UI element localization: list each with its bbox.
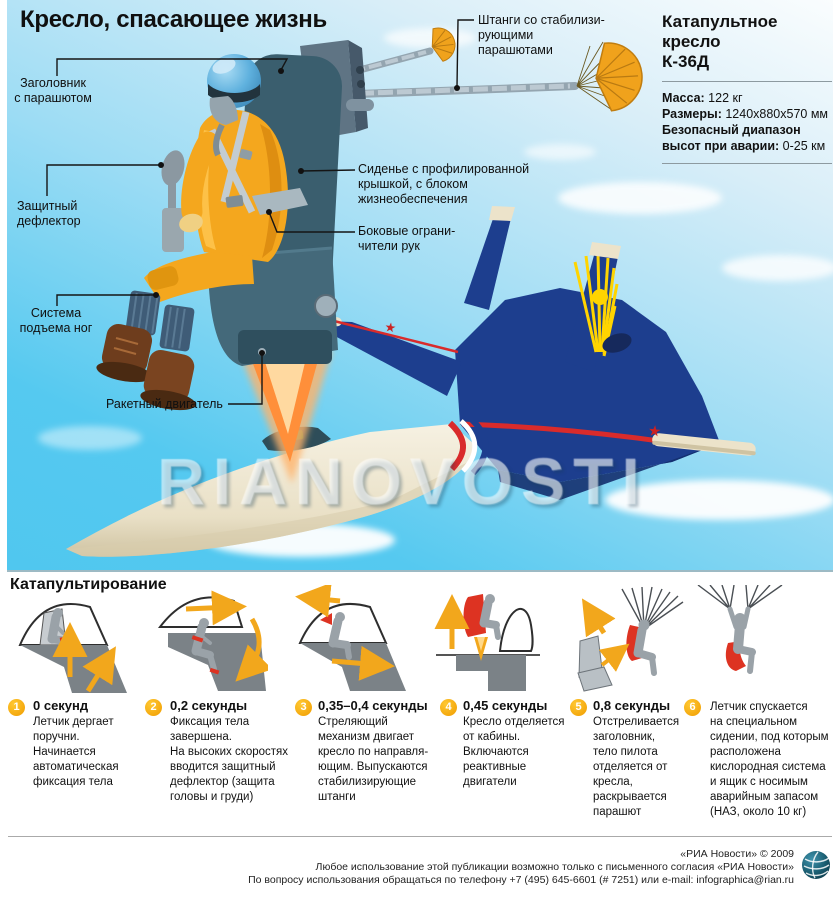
pointer-dots	[153, 68, 460, 356]
step6-text: Летчик спускается на специальном сидении…	[710, 701, 829, 818]
label-leg-lift: Система подъема ног	[19, 306, 93, 335]
label-rods: Штанги со стабилизи- рующими парашютами	[478, 13, 605, 57]
step6-icon	[697, 585, 783, 674]
label-seat-pan: Сиденье с профилированной крышкой, с бло…	[358, 162, 530, 206]
rocket-flame	[240, 350, 332, 484]
ejection-heading: Катапультирование	[10, 576, 167, 593]
spec-row-size: Размеры: 1240х880х570 мм	[662, 106, 832, 122]
spec-panel-title: Катапультное кресло К-36Д	[662, 12, 778, 71]
step5-time: 0,8 секунды	[593, 698, 671, 713]
step5-text: Отстреливается заголовник, тело пилота о…	[593, 716, 680, 818]
step4-icon	[434, 594, 540, 691]
step1-number: 1	[8, 699, 25, 716]
footer: «РИА Новости» © 2009 Любое использование…	[74, 848, 794, 887]
step4-number: 4	[440, 699, 457, 716]
step5-number: 5	[570, 699, 587, 716]
footer-copyright: «РИА Новости» © 2009	[680, 848, 794, 860]
boots	[96, 323, 196, 411]
deflector-handle	[161, 150, 185, 252]
step4-time: 0,45 секунды	[463, 698, 548, 713]
step3-text: Стреляющий механизм двигает кресло по на…	[318, 716, 429, 803]
spec-panel: Катапультное кресло К-36Д Масса: 122 кг …	[662, 12, 832, 172]
label-headrest: Заголовник с парашютом	[14, 76, 92, 105]
spec-divider-bottom	[662, 163, 832, 164]
page-title: Кресло, спасающее жизнь	[20, 6, 327, 33]
spec-value: 122 кг	[704, 91, 743, 105]
label-arm-limiters: Боковые ограни- чители рук	[358, 224, 456, 253]
spec-row-range: Безопасный диапазон высот при аварии: 0-…	[662, 122, 832, 154]
step6-number: 6	[684, 699, 701, 716]
footer-contact-line: По вопросу использования обращаться по т…	[248, 874, 794, 886]
pilot	[96, 54, 288, 411]
spec-value: 1240х880х570 мм	[721, 107, 829, 121]
step3-time: 0,35–0,4 секунды	[318, 698, 428, 713]
spec-label: Размеры:	[662, 107, 722, 121]
rianovosti-globe-icon	[802, 851, 830, 879]
step2-time: 0,2 секунды	[170, 698, 248, 713]
step4-text: Кресло отделяется от кабины. Включаются …	[463, 716, 565, 788]
step3-icon	[295, 585, 406, 691]
step1-text: Летчик дергает поручни. Начинается автом…	[33, 716, 119, 788]
spec-divider-top	[662, 81, 832, 82]
step1-icon	[18, 603, 127, 693]
pointer-lines	[46, 19, 474, 405]
footer-usage-line: Любое использование этой публикации возм…	[315, 861, 794, 873]
rianovosti-watermark: RIANOVOSTI	[158, 445, 649, 519]
arm-limiter-flap	[252, 188, 308, 215]
step1-time: 0 секунд	[33, 698, 89, 713]
fighter-jet: ★ ★	[66, 206, 756, 557]
step2-number: 2	[145, 699, 162, 716]
footer-divider	[8, 836, 832, 837]
stabilizing-parachute-large	[576, 41, 643, 112]
svg-text:★: ★	[384, 319, 398, 335]
label-rocket: Ракетный двигатель	[106, 397, 223, 411]
spec-value: 0-25 км	[779, 139, 826, 153]
step5-icon	[577, 586, 684, 692]
stabilizing-parachute-small	[431, 27, 456, 62]
step2-icon	[157, 590, 268, 691]
svg-text:★: ★	[647, 422, 662, 440]
spec-label: Безопасный диапазон высот при аварии:	[662, 123, 801, 153]
step3-number: 3	[295, 699, 312, 716]
step2-text: Фиксация тела завершена. На высоких скор…	[170, 716, 289, 803]
spec-label: Масса:	[662, 91, 705, 105]
clouds	[38, 28, 838, 557]
label-deflector: Защитный дефлектор	[17, 199, 81, 228]
spec-row-mass: Масса: 122 кг	[662, 90, 832, 106]
main-illustration: ★ ★	[38, 19, 838, 557]
